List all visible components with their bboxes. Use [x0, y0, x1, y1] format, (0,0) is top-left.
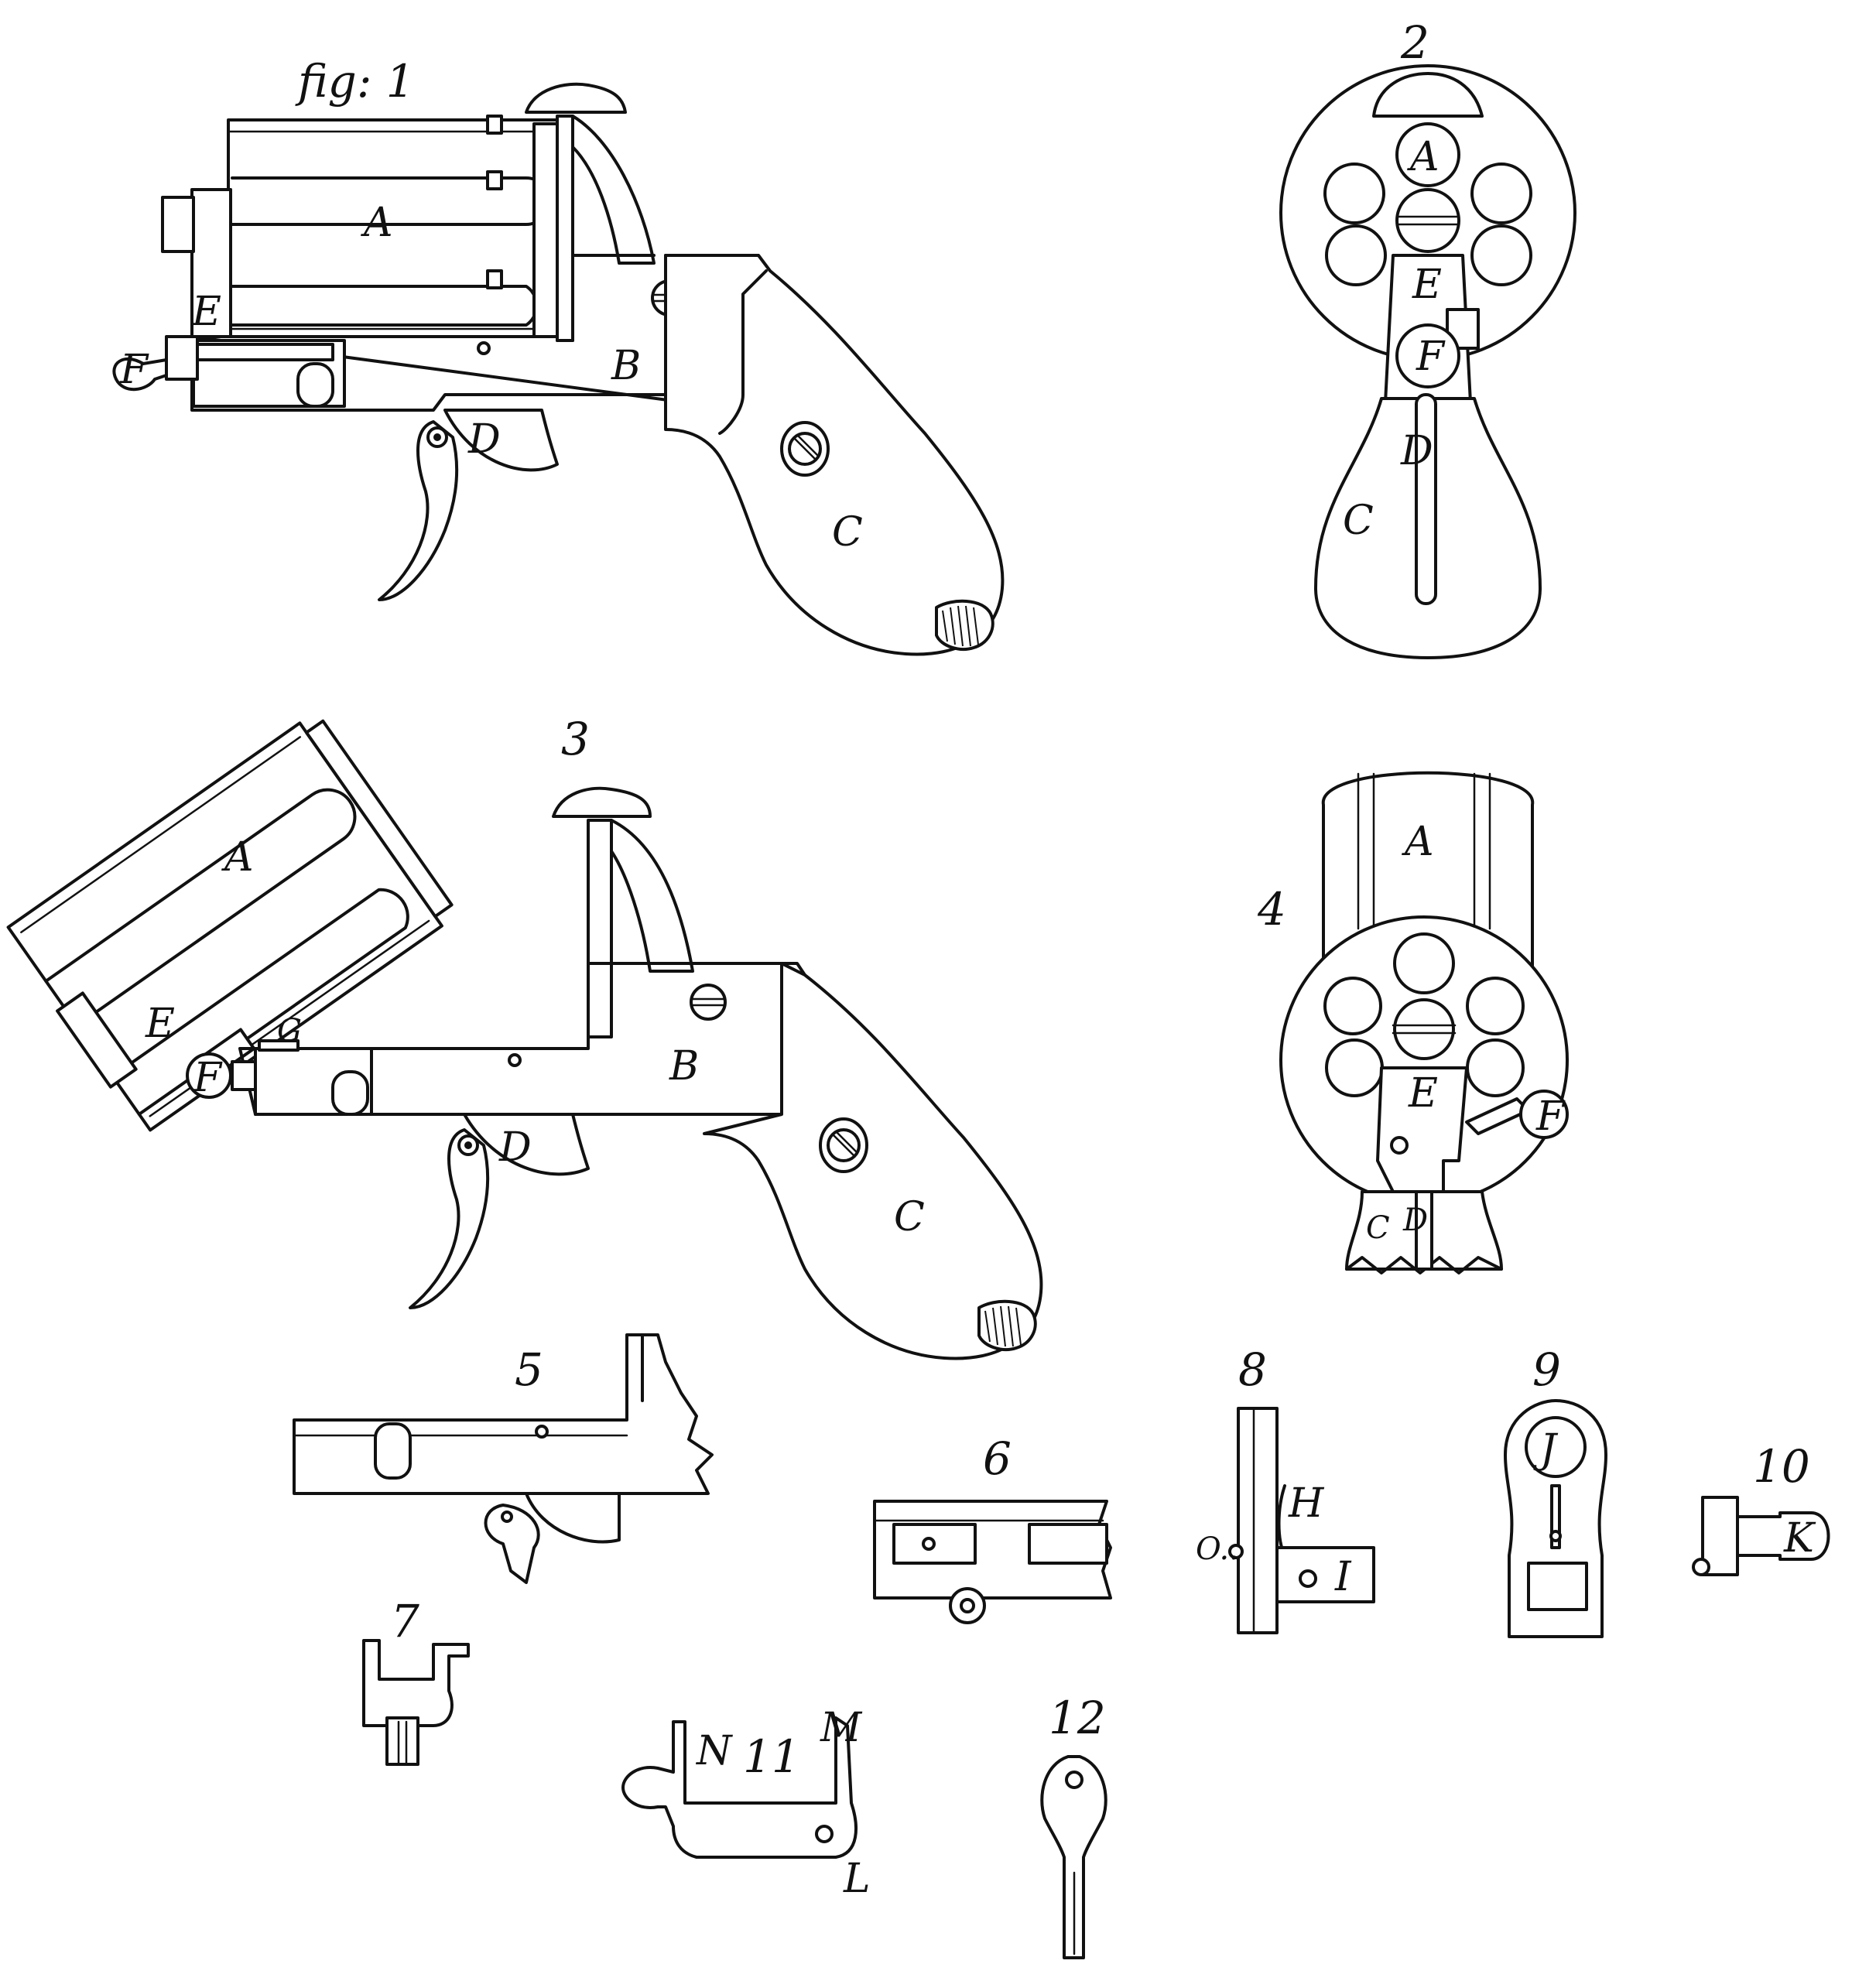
fig8-label-h: H: [1288, 1480, 1325, 1527]
trigger-plate-d: [443, 409, 559, 472]
fig10-label-k: K: [1783, 1515, 1816, 1562]
figure-7-part: 7: [362, 1595, 470, 1766]
hammer-head: [525, 82, 627, 114]
trigger-icon: [409, 1128, 490, 1309]
key-tool: [1040, 1755, 1107, 1959]
fig11-label-m: M: [820, 1705, 863, 1751]
figure-11-part: N 11 M L: [621, 1705, 871, 1902]
fig2-label-f: F: [1416, 334, 1446, 380]
figure-12-number: 12: [1049, 1692, 1106, 1744]
trigger-slot-d: [1415, 393, 1437, 605]
fig3-label-g: G: [277, 1013, 302, 1049]
hammer-head: [552, 786, 652, 818]
latch-bar: [1237, 1407, 1279, 1634]
piece-i: [1275, 1546, 1375, 1603]
fig11-label-n: N: [695, 1728, 733, 1774]
latch-knob-f: [112, 358, 168, 392]
fig3-label-b: B: [669, 1043, 699, 1090]
trigger-plate-d: [463, 1113, 590, 1176]
fig1-label-c: C: [832, 509, 863, 556]
fig2-label-e: E: [1412, 262, 1442, 308]
fig1-label-b: B: [611, 343, 641, 389]
figure-4-rear-open-view: 4 A E F C D: [1257, 771, 1569, 1274]
lanyard-knob-icon: [935, 599, 994, 652]
hammer-link: [621, 1716, 858, 1859]
fig4-label-f: F: [1535, 1093, 1566, 1140]
fig8-label-o: O..: [1196, 1531, 1239, 1567]
latch-plate-e: [1376, 1066, 1468, 1193]
grip-screw-icon: [819, 1117, 868, 1173]
grip-c: [703, 962, 1043, 1360]
figure-7-number: 7: [391, 1595, 419, 1647]
fig2-label-c: C: [1343, 498, 1374, 544]
spring-h: [1277, 1484, 1286, 1557]
fig3-label-f: F: [193, 1055, 223, 1101]
fig4-label-e: E: [1408, 1070, 1438, 1117]
fig11-label-l: L: [843, 1856, 871, 1902]
figure-3-number: 3: [561, 713, 590, 765]
latch-knob-f: [1395, 323, 1460, 388]
figure-5-number: 5: [515, 1343, 543, 1396]
hammer-spur: [610, 819, 694, 973]
cylinder-pin-head: [161, 196, 195, 253]
fig2-label-a: A: [1407, 134, 1440, 180]
hammer-stem: [556, 115, 574, 342]
knob-cap: [1701, 1496, 1739, 1576]
lanyard-knob-icon: [977, 1299, 1037, 1352]
fig3-label-e: E: [145, 1001, 175, 1047]
figure-8-part: 8 H I O..: [1196, 1343, 1375, 1634]
figure-9-number: 9: [1532, 1343, 1561, 1396]
grip-screw-icon: [780, 421, 830, 477]
fig1-label-a: A: [361, 200, 393, 246]
figure-12-part: 12: [1040, 1692, 1107, 1959]
fig3-label-c: C: [894, 1194, 925, 1240]
latch-component: [362, 1639, 470, 1727]
figure-6-number: 6: [983, 1432, 1012, 1485]
figure-6-part: 6: [873, 1432, 1112, 1624]
fig1-label-d: D: [467, 416, 501, 463]
hammer-spur: [571, 115, 656, 265]
figure-1-number: fig: 1: [295, 55, 415, 108]
figure-5-frame-section: 5: [293, 1333, 714, 1584]
frame-screw-icon: [690, 984, 727, 1021]
latch-g: [258, 1039, 300, 1052]
frame-section: [293, 1333, 714, 1495]
latch-e: [165, 335, 199, 381]
hammer-head-top: [1372, 72, 1484, 118]
latch-knob-f: [1519, 1090, 1569, 1139]
grip-c: [664, 254, 1005, 656]
figure-10-number: 10: [1753, 1440, 1810, 1493]
figure-2-number: 2: [1400, 16, 1429, 69]
fig4-label-a: A: [1402, 819, 1434, 865]
fig3-label-a: A: [221, 834, 254, 881]
cylinder-front-cap: [190, 188, 232, 338]
fig4-label-c: C: [1366, 1210, 1390, 1246]
fig1-label-f: F: [119, 347, 149, 393]
chamber-ring: [1323, 932, 1525, 1097]
figure-10-part: 10 K: [1692, 1440, 1830, 1576]
fig2-label-d: D: [1400, 428, 1433, 474]
figure-4-number: 4: [1257, 883, 1286, 936]
fig3-label-d: D: [498, 1124, 532, 1171]
figure-9-part: 9 J: [1504, 1343, 1607, 1638]
trigger-stub: [484, 1504, 540, 1584]
cylinder-a: [227, 115, 559, 338]
figure-8-number: 8: [1238, 1343, 1267, 1396]
fig1-label-e: E: [191, 289, 221, 335]
chamber-ring: [1323, 122, 1532, 286]
cylinder-a-tilted: [6, 719, 454, 1132]
figure-11-number: 11: [743, 1730, 800, 1783]
figure-1-side-view: fig: 1 A B C D E F: [112, 55, 1005, 656]
figure-2-rear-view: 2 A E F D C: [1279, 16, 1576, 659]
fig8-label-i: I: [1334, 1554, 1352, 1600]
hammer-stem: [587, 819, 613, 1038]
fig4-label-d: D: [1402, 1203, 1428, 1238]
trigger-icon: [378, 420, 459, 601]
figure-3-open-view: 3 A B C D E F G: [6, 713, 1043, 1360]
